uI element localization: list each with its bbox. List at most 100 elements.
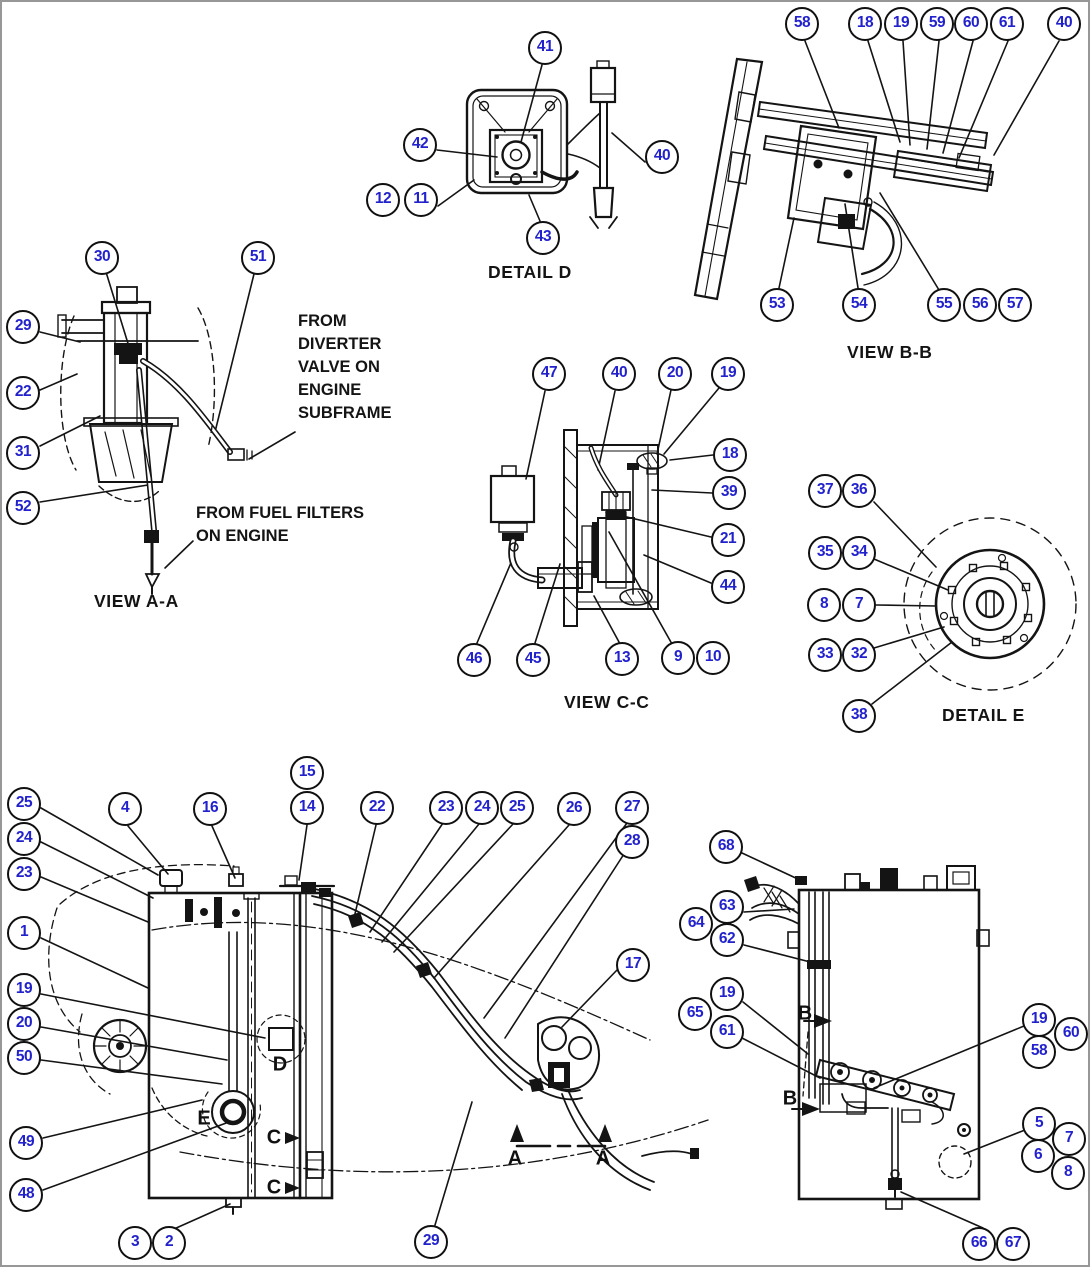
callout-16[interactable]: 16 — [193, 792, 227, 826]
section-marker-C: C — [266, 1176, 282, 1199]
callout-58[interactable]: 58 — [785, 7, 819, 41]
note-from-diverter-valve: FROM DIVERTER VALVE ON ENGINE SUBFRAME — [298, 312, 392, 422]
callout-56[interactable]: 56 — [963, 288, 997, 322]
section-marker-E: E — [197, 1107, 211, 1130]
callout-20[interactable]: 20 — [658, 357, 692, 391]
callout-8[interactable]: 8 — [1051, 1156, 1085, 1190]
tank-side-view-art — [744, 865, 990, 1210]
callout-33[interactable]: 33 — [808, 638, 842, 672]
callout-4[interactable]: 4 — [108, 792, 142, 826]
callout-66[interactable]: 66 — [962, 1227, 996, 1261]
callout-29[interactable]: 29 — [414, 1225, 448, 1259]
callout-60[interactable]: 60 — [1054, 1017, 1088, 1051]
callout-1[interactable]: 1 — [7, 916, 41, 950]
callout-67[interactable]: 67 — [996, 1227, 1030, 1261]
callout-8[interactable]: 8 — [807, 588, 841, 622]
callout-40[interactable]: 40 — [602, 357, 636, 391]
callout-35[interactable]: 35 — [808, 536, 842, 570]
callout-61[interactable]: 61 — [990, 7, 1024, 41]
callout-6[interactable]: 6 — [1021, 1139, 1055, 1173]
callout-7[interactable]: 7 — [842, 588, 876, 622]
callout-47[interactable]: 47 — [532, 357, 566, 391]
callout-15[interactable]: 15 — [290, 756, 324, 790]
callout-60[interactable]: 60 — [954, 7, 988, 41]
callout-52[interactable]: 52 — [6, 491, 40, 525]
callout-22[interactable]: 22 — [360, 791, 394, 825]
callout-68[interactable]: 68 — [709, 830, 743, 864]
callout-24[interactable]: 24 — [7, 822, 41, 856]
callout-41[interactable]: 41 — [528, 31, 562, 65]
note-from-fuel-filters: FROM FUEL FILTERS ON ENGINE — [196, 504, 365, 545]
callout-17[interactable]: 17 — [616, 948, 650, 982]
callout-5[interactable]: 5 — [1022, 1107, 1056, 1141]
callout-32[interactable]: 32 — [842, 638, 876, 672]
callout-58[interactable]: 58 — [1022, 1035, 1056, 1069]
callout-22[interactable]: 22 — [6, 376, 40, 410]
leader-lines — [39, 40, 1060, 1230]
callout-10[interactable]: 10 — [696, 641, 730, 675]
callout-13[interactable]: 13 — [605, 642, 639, 676]
callout-57[interactable]: 57 — [998, 288, 1032, 322]
callout-20[interactable]: 20 — [7, 1007, 41, 1041]
callout-59[interactable]: 59 — [920, 7, 954, 41]
callout-28[interactable]: 28 — [615, 825, 649, 859]
callout-45[interactable]: 45 — [516, 643, 550, 677]
view-cc-label: VIEW C-C — [564, 692, 650, 712]
callout-34[interactable]: 34 — [842, 536, 876, 570]
callout-40[interactable]: 40 — [645, 140, 679, 174]
section-marker-B: B — [797, 1002, 813, 1025]
callout-46[interactable]: 46 — [457, 643, 491, 677]
callout-19[interactable]: 19 — [1022, 1003, 1056, 1037]
callout-29[interactable]: 29 — [6, 310, 40, 344]
callout-40[interactable]: 40 — [1047, 7, 1081, 41]
callout-36[interactable]: 36 — [842, 474, 876, 508]
callout-21[interactable]: 21 — [711, 523, 745, 557]
callout-38[interactable]: 38 — [842, 699, 876, 733]
callout-27[interactable]: 27 — [615, 791, 649, 825]
callout-18[interactable]: 18 — [848, 7, 882, 41]
callout-43[interactable]: 43 — [526, 221, 560, 255]
callout-18[interactable]: 18 — [713, 438, 747, 472]
callout-24[interactable]: 24 — [465, 791, 499, 825]
callout-19[interactable]: 19 — [7, 973, 41, 1007]
detail-d-art — [465, 60, 618, 229]
callout-51[interactable]: 51 — [241, 241, 275, 275]
callout-14[interactable]: 14 — [290, 791, 324, 825]
callout-19[interactable]: 19 — [884, 7, 918, 41]
callout-42[interactable]: 42 — [403, 128, 437, 162]
callout-12[interactable]: 12 — [366, 183, 400, 217]
callout-19[interactable]: 19 — [711, 357, 745, 391]
view-aa-art — [57, 286, 253, 595]
callout-31[interactable]: 31 — [6, 436, 40, 470]
callout-23[interactable]: 23 — [429, 791, 463, 825]
callout-65[interactable]: 65 — [678, 997, 712, 1031]
callout-55[interactable]: 55 — [927, 288, 961, 322]
callout-25[interactable]: 25 — [500, 791, 534, 825]
callout-54[interactable]: 54 — [842, 288, 876, 322]
callout-53[interactable]: 53 — [760, 288, 794, 322]
callout-19[interactable]: 19 — [710, 977, 744, 1011]
callout-50[interactable]: 50 — [7, 1041, 41, 1075]
callout-26[interactable]: 26 — [557, 792, 591, 826]
callout-23[interactable]: 23 — [7, 857, 41, 891]
callout-30[interactable]: 30 — [85, 241, 119, 275]
callout-25[interactable]: 25 — [7, 787, 41, 821]
callout-39[interactable]: 39 — [712, 476, 746, 510]
callout-9[interactable]: 9 — [661, 641, 695, 675]
callout-48[interactable]: 48 — [9, 1178, 43, 1212]
callout-11[interactable]: 11 — [404, 183, 438, 217]
callout-62[interactable]: 62 — [710, 923, 744, 957]
callout-49[interactable]: 49 — [9, 1126, 43, 1160]
view-bb-label: VIEW B-B — [847, 342, 933, 362]
callout-3[interactable]: 3 — [118, 1226, 152, 1260]
callout-7[interactable]: 7 — [1052, 1122, 1086, 1156]
callout-64[interactable]: 64 — [679, 907, 713, 941]
callout-37[interactable]: 37 — [808, 474, 842, 508]
view-bb-art — [693, 57, 995, 301]
callout-63[interactable]: 63 — [710, 890, 744, 924]
callout-61[interactable]: 61 — [710, 1015, 744, 1049]
callout-44[interactable]: 44 — [711, 570, 745, 604]
callout-2[interactable]: 2 — [152, 1226, 186, 1260]
section-marker-B: B — [782, 1087, 798, 1110]
